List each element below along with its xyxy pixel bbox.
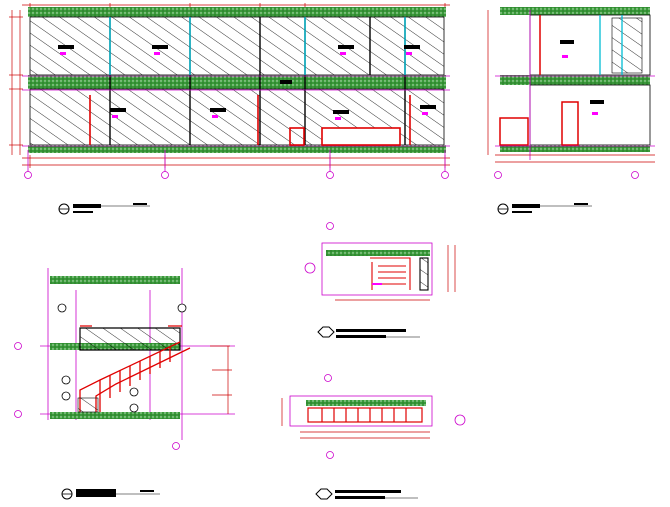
section-upper-dimensions — [335, 245, 456, 301]
stair-landing — [77, 397, 99, 413]
title-stair-section-lower — [315, 488, 418, 500]
side-floor-slab — [500, 75, 650, 85]
upper-flight — [79, 325, 182, 351]
section-lower-dimensions — [281, 398, 430, 439]
side-columns — [599, 15, 623, 75]
stair-section-upper — [304, 222, 456, 301]
section-lower-treads — [307, 407, 423, 423]
side-roof-slab — [500, 7, 650, 15]
stair-elevation — [14, 268, 235, 450]
grid-bubbles — [24, 150, 449, 179]
side-room-tags — [560, 40, 604, 115]
stair-section-lower — [281, 374, 466, 459]
top-dimension-string — [22, 3, 450, 9]
ground-slab — [28, 145, 446, 153]
section-lower-bubbles — [324, 374, 466, 459]
side-stair-window — [611, 17, 643, 74]
section-upper-treads — [370, 257, 429, 291]
side-grid-bubbles — [494, 171, 639, 179]
door-frames — [89, 95, 411, 146]
floor-guides — [22, 75, 450, 147]
title-main-elevation — [58, 203, 150, 215]
side-guides — [495, 10, 655, 160]
left-dimension-string — [9, 10, 23, 155]
title-stair-elevation — [61, 488, 160, 500]
stair-top-slab — [50, 276, 180, 284]
stair-dimensions — [210, 345, 232, 414]
stair-grid-bubbles — [14, 342, 180, 450]
section-lower-slab — [306, 400, 426, 406]
bottom-dimension-string — [22, 155, 450, 168]
side-lower-wall — [529, 84, 651, 146]
upper-storey-glazing — [29, 16, 445, 76]
side-elevation — [487, 7, 655, 179]
section-upper-slab — [326, 250, 430, 256]
side-door-frames — [499, 15, 579, 146]
room-tags — [58, 45, 436, 120]
side-ground-slab — [500, 145, 650, 152]
side-dimension-strings — [487, 10, 655, 163]
stair-ground-slab — [50, 412, 180, 419]
main-elevation — [9, 3, 450, 179]
title-side-elevation — [497, 203, 592, 215]
roof-slab — [28, 7, 446, 17]
stair-tags — [57, 303, 187, 413]
title-stair-section-upper — [317, 326, 420, 338]
floor-slab — [28, 75, 446, 89]
section-upper-bubbles — [304, 222, 334, 274]
view-titles — [58, 203, 592, 500]
